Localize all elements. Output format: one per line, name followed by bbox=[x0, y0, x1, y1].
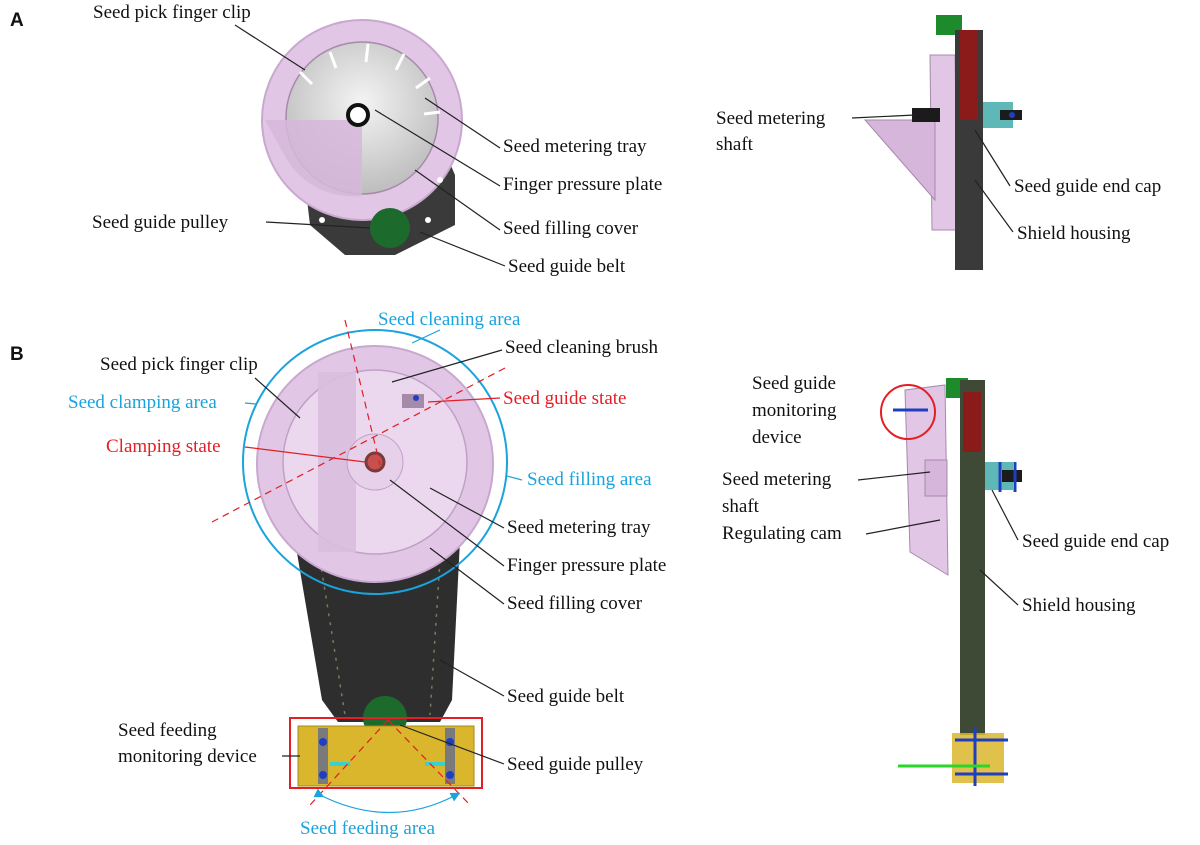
label-b-pressure-plate: Finger pressure plate bbox=[507, 555, 666, 576]
label-b-feeding-area: Seed feeding area bbox=[300, 818, 436, 839]
panel-b-front-view bbox=[256, 345, 494, 789]
panel-a-side-shaft bbox=[912, 108, 940, 122]
label-b-cleaning-area: Seed cleaning area bbox=[378, 309, 521, 330]
label-a-guide-pulley: Seed guide pulley bbox=[92, 212, 229, 233]
label-b-guide-monitor-line1: Seed guide bbox=[752, 373, 836, 394]
panel-b-side-monitor-highlight bbox=[880, 384, 936, 440]
panel-a-front-view bbox=[261, 19, 463, 255]
label-b-guide-belt: Seed guide belt bbox=[507, 686, 625, 707]
label-b-shield: Shield housing bbox=[1022, 595, 1136, 616]
label-a-filling-cover: Seed filling cover bbox=[503, 218, 639, 239]
label-b-metering-tray: Seed metering tray bbox=[507, 517, 651, 538]
panel-b-clamping-line bbox=[344, 319, 381, 466]
label-a-shaft-line1: Seed metering bbox=[716, 108, 826, 129]
panel-b-feeding-arc bbox=[313, 788, 461, 813]
label-b-regulating-cam: Regulating cam bbox=[722, 523, 842, 544]
panel-a-finger-clips bbox=[298, 43, 441, 116]
label-a-end-cap: Seed guide end cap bbox=[1014, 176, 1161, 197]
panel-a-guide-pulley bbox=[370, 208, 410, 248]
label-a-metering-tray: Seed metering tray bbox=[503, 136, 647, 157]
label-a-shield: Shield housing bbox=[1017, 223, 1131, 244]
label-a-finger-clip: Seed pick finger clip bbox=[93, 2, 251, 23]
label-a-guide-belt: Seed guide belt bbox=[508, 256, 626, 277]
label-b-guide-monitor-line2: monitoring bbox=[752, 400, 837, 421]
panel-b-letter: B bbox=[10, 344, 24, 365]
panel-a-side-hopper bbox=[863, 119, 936, 202]
label-b-guide-monitor-line3: device bbox=[752, 427, 802, 448]
label-a-shaft-line2: shaft bbox=[716, 134, 754, 155]
label-b-end-cap: Seed guide end cap bbox=[1022, 531, 1169, 552]
label-b-filling-area: Seed filling area bbox=[527, 469, 652, 490]
label-b-clamping-state: Clamping state bbox=[106, 436, 221, 457]
label-b-guide-pulley: Seed guide pulley bbox=[507, 754, 644, 775]
label-b-filling-cover: Seed filling cover bbox=[507, 593, 643, 614]
label-b-feeding-monitor-line1: Seed feeding bbox=[118, 720, 217, 741]
label-a-pressure-plate: Finger pressure plate bbox=[503, 174, 662, 195]
label-b-feeding-monitor-line2: monitoring device bbox=[118, 746, 257, 767]
label-b-clamping-area: Seed clamping area bbox=[68, 392, 217, 413]
panel-a-side-view bbox=[863, 15, 1022, 270]
panel-b-side-view bbox=[880, 378, 1022, 786]
panel-b: B bbox=[10, 309, 1169, 839]
label-b-cleaning-brush: Seed cleaning brush bbox=[505, 337, 659, 358]
label-b-finger-clip: Seed pick finger clip bbox=[100, 354, 258, 375]
panel-b-feeding-highlight-box bbox=[289, 717, 483, 789]
panel-a: A Seed pick finger clip Seed meter bbox=[10, 2, 1161, 277]
label-b-shaft-line1: Seed metering bbox=[722, 469, 832, 490]
panel-a-letter: A bbox=[10, 10, 24, 31]
panel-b-hub bbox=[364, 451, 386, 473]
panel-a-filling-cover bbox=[265, 120, 362, 197]
label-b-guide-state: Seed guide state bbox=[503, 388, 626, 409]
panel-a-hub bbox=[346, 103, 370, 127]
label-b-shaft-line2: shaft bbox=[722, 496, 760, 517]
panel-b-area-circle bbox=[242, 329, 508, 595]
